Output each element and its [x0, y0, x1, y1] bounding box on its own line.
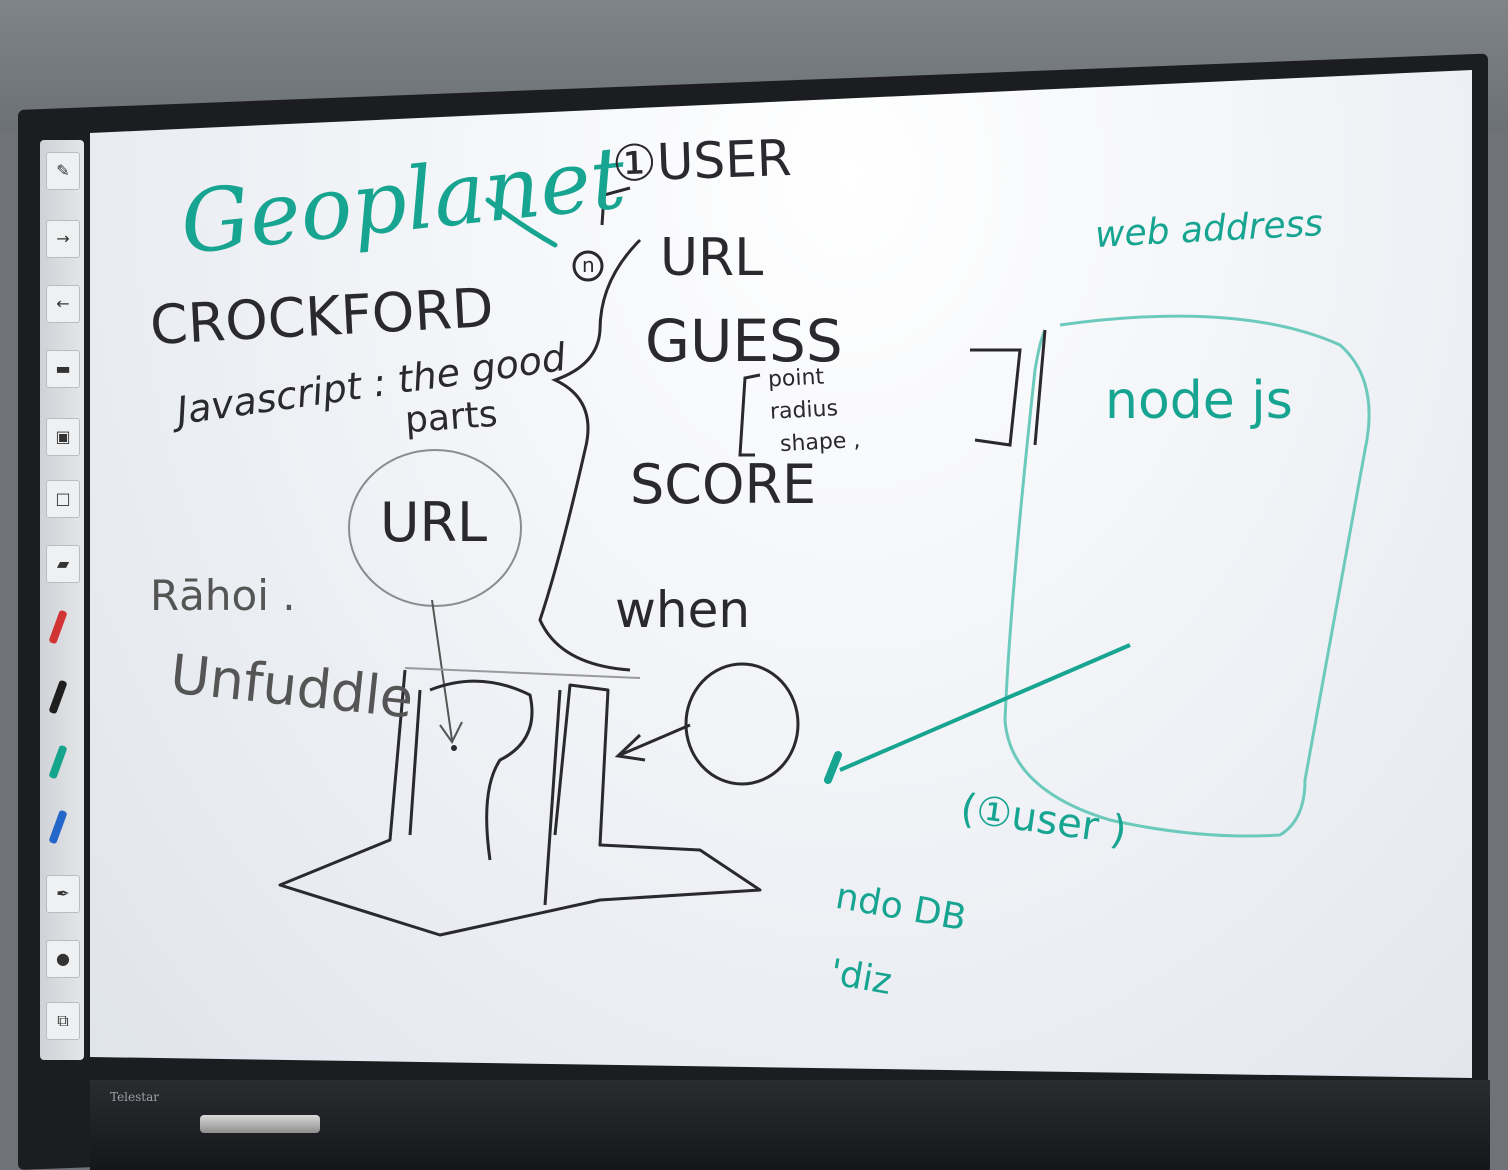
n-label: n	[582, 253, 595, 277]
nodejs-label: node js	[1105, 371, 1293, 431]
when-circle	[684, 662, 800, 786]
url-circle	[348, 449, 522, 607]
when-arrowhead	[614, 733, 646, 762]
url-label: URL	[660, 228, 764, 288]
user-bracket	[600, 186, 631, 226]
n-circle	[572, 250, 604, 282]
score-label: SCORE	[630, 453, 817, 516]
map-dot	[451, 745, 457, 751]
point-bracket-right	[970, 348, 1022, 447]
nodejs-box	[1003, 314, 1371, 838]
pen-icon[interactable]: ✎	[46, 152, 80, 190]
green-mark	[824, 751, 842, 784]
when-arrow	[619, 723, 691, 757]
diz-label: 'diz	[826, 951, 895, 1004]
tray-marker[interactable]	[200, 1115, 320, 1133]
whiteboard-toolbar: ✎ → ← ▬ ▣ □ ▰ ✒ ● ⧉	[40, 140, 84, 1060]
point-label: point	[767, 364, 825, 393]
geoplanet-connector	[485, 197, 558, 248]
when-label: when	[615, 581, 751, 639]
arrow-left-icon[interactable]: ←	[46, 285, 80, 323]
server-sketch	[278, 669, 762, 937]
map-outline	[408, 679, 534, 861]
shape-icon[interactable]: ●	[46, 940, 80, 978]
point-bracket-left	[738, 373, 761, 457]
url-circle-label: URL	[380, 491, 488, 554]
pen-tray	[90, 1080, 1490, 1170]
screen-icon[interactable]: ▣	[46, 418, 80, 456]
eraser-icon[interactable]: ▰	[46, 545, 80, 583]
guess-label: GUESS	[645, 307, 843, 375]
server-inner-edge	[543, 689, 562, 906]
rahoi-label: Rāhoi .	[150, 571, 296, 620]
curly-brace	[538, 238, 642, 672]
arrow-right-icon[interactable]: →	[46, 220, 80, 258]
nodejs-box-left-edge	[1033, 329, 1047, 446]
server-top-edge	[404, 667, 641, 679]
user-label: ①USER	[611, 128, 793, 194]
green-link-line	[839, 643, 1131, 772]
highlighter-icon[interactable]: ✒	[46, 875, 80, 913]
window-icon[interactable]: □	[46, 480, 80, 518]
keyboard-icon[interactable]: ▬	[46, 350, 80, 388]
url-arrowhead	[439, 721, 463, 744]
select-icon[interactable]: ⧉	[46, 1002, 80, 1040]
whiteboard-surface[interactable]	[90, 70, 1472, 1078]
parts-label: parts	[403, 393, 499, 442]
radius-label: radius	[769, 396, 839, 425]
board-brand: Telestar	[110, 1090, 159, 1104]
